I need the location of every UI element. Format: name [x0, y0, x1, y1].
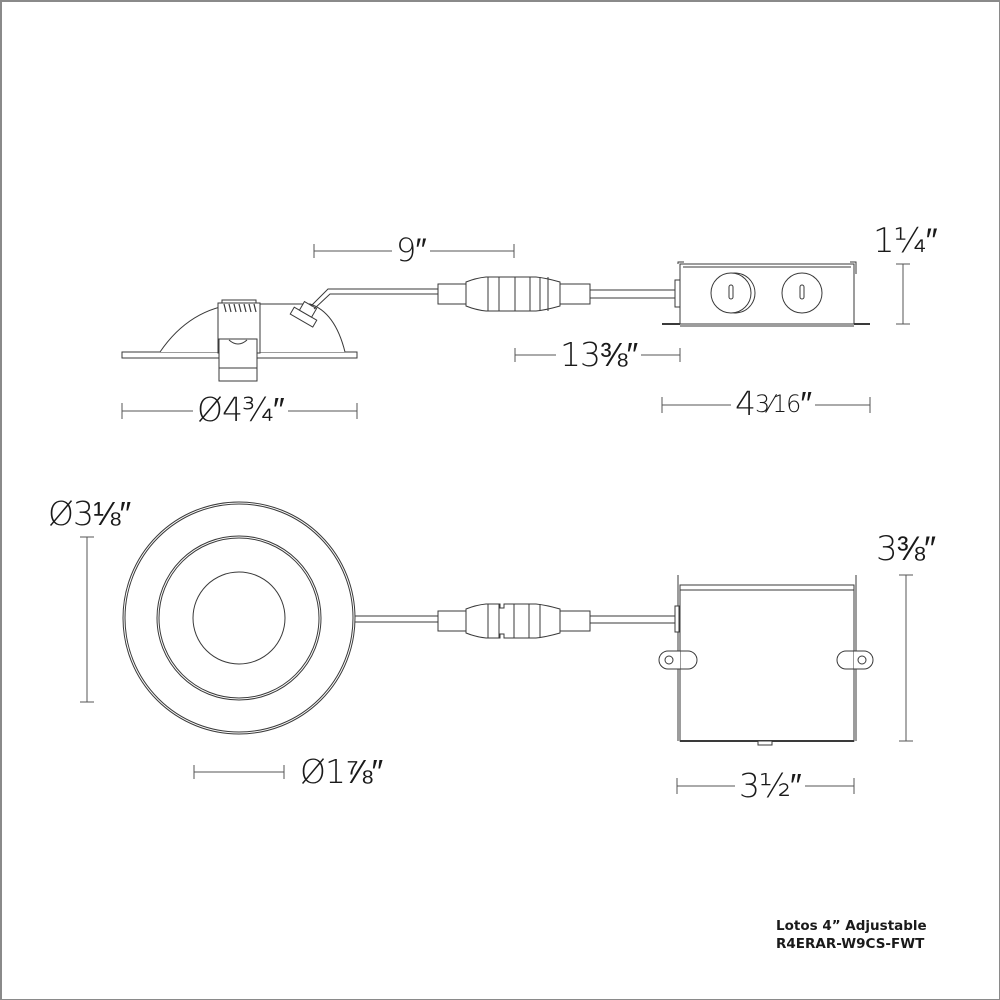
bottom-view-fixture [122, 501, 438, 735]
dim-junction-box-width: 3½″ [735, 769, 805, 802]
dim-bottom-trim-diameter: Ø3⅛″ [44, 497, 135, 530]
product-model: R4ERAR-W9CS-FWT [776, 936, 925, 952]
dim-junction-box-length: 43⁄16″ [731, 387, 815, 420]
dim-junction-box-depth: 3⅜″ [872, 532, 940, 566]
title-block: Lotos 4” Adjustable R4ERAR-W9CS-FWT [776, 917, 927, 953]
dim-driver-cable: 13⅜″ [556, 338, 642, 371]
side-view-fixture [121, 288, 440, 382]
bottom-view-junction-box [658, 575, 874, 746]
dim-side-trim-diameter: Ø4¾″ [193, 393, 288, 426]
side-view-connector [437, 276, 676, 312]
dim-aperture-diameter: Ø1⅞″ [296, 755, 387, 788]
side-view-junction-box [662, 261, 870, 327]
dim-fixture-cable-9in: 9″ [392, 234, 430, 266]
dim-junction-box-height: 1¼″ [869, 224, 941, 258]
bottom-view-connector [437, 603, 675, 639]
product-name: Lotos 4” Adjustable [776, 918, 927, 934]
